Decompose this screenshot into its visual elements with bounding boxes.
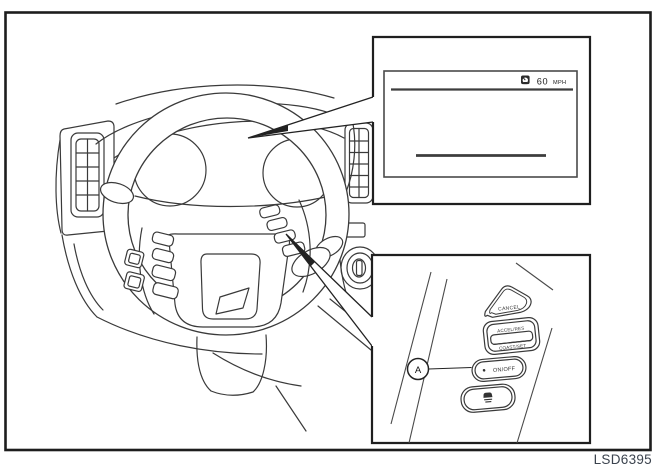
cancel-button: CANCEL: [484, 285, 532, 318]
dash-left-inner-contour: [73, 243, 104, 311]
switch-inset-border: [370, 253, 592, 445]
right-air-vent: [344, 122, 374, 204]
following-distance-icon: [483, 392, 493, 403]
display-inset-border: [371, 35, 592, 206]
coast-set-label: COAST/SET: [499, 343, 527, 351]
steering-column-shroud: [196, 334, 268, 396]
vehicle-information-display: [383, 70, 578, 178]
leader-line-to-display-inset: [247, 96, 374, 139]
display-inset-box: 60 MPH: [371, 35, 592, 206]
callout-a-line: [428, 366, 472, 370]
callout-a-label: A: [415, 365, 422, 376]
dash-lower-edge: [96, 316, 263, 355]
cancel-button-label: CANCEL: [498, 304, 521, 312]
on-off-button-label: ON/OFF: [493, 366, 516, 374]
set-speed-value: 60: [537, 76, 548, 86]
dash-left-contour: [55, 139, 62, 234]
spoke-edge-lines: [390, 262, 554, 444]
callout-a: A: [406, 357, 472, 381]
leader-line-to-switch-inset: [285, 233, 373, 347]
on-off-indicator-dot: [482, 369, 486, 372]
steering-wheel-hub: [166, 233, 291, 328]
accel-res-label: ACCEL/RES: [497, 326, 525, 334]
windshield-line: [115, 84, 335, 105]
cluster-hood-right-edge: [345, 123, 356, 193]
callout-a-circle: [406, 357, 430, 381]
cruise-set-speed-indicator-icon: [521, 75, 530, 85]
following-distance-button: [460, 383, 516, 413]
lower-dash-lines: [212, 352, 307, 432]
accel-res-coast-set-rocker: ACCEL/RES COAST/SET: [482, 317, 541, 355]
dash-left-lower-contour: [61, 234, 98, 318]
switch-inset-box: CANCEL ACCEL/RES COAST/SET ON/OFF: [370, 253, 592, 445]
dashboard-illustration: [55, 84, 380, 432]
set-speed-unit: MPH: [553, 80, 566, 86]
cluster-base-line: [134, 195, 331, 208]
left-spoke-switches: [123, 227, 179, 315]
on-off-button: ON/OFF: [471, 356, 527, 382]
left-stalk-lever: [99, 181, 135, 205]
figure-code: LSD6395: [594, 452, 652, 467]
